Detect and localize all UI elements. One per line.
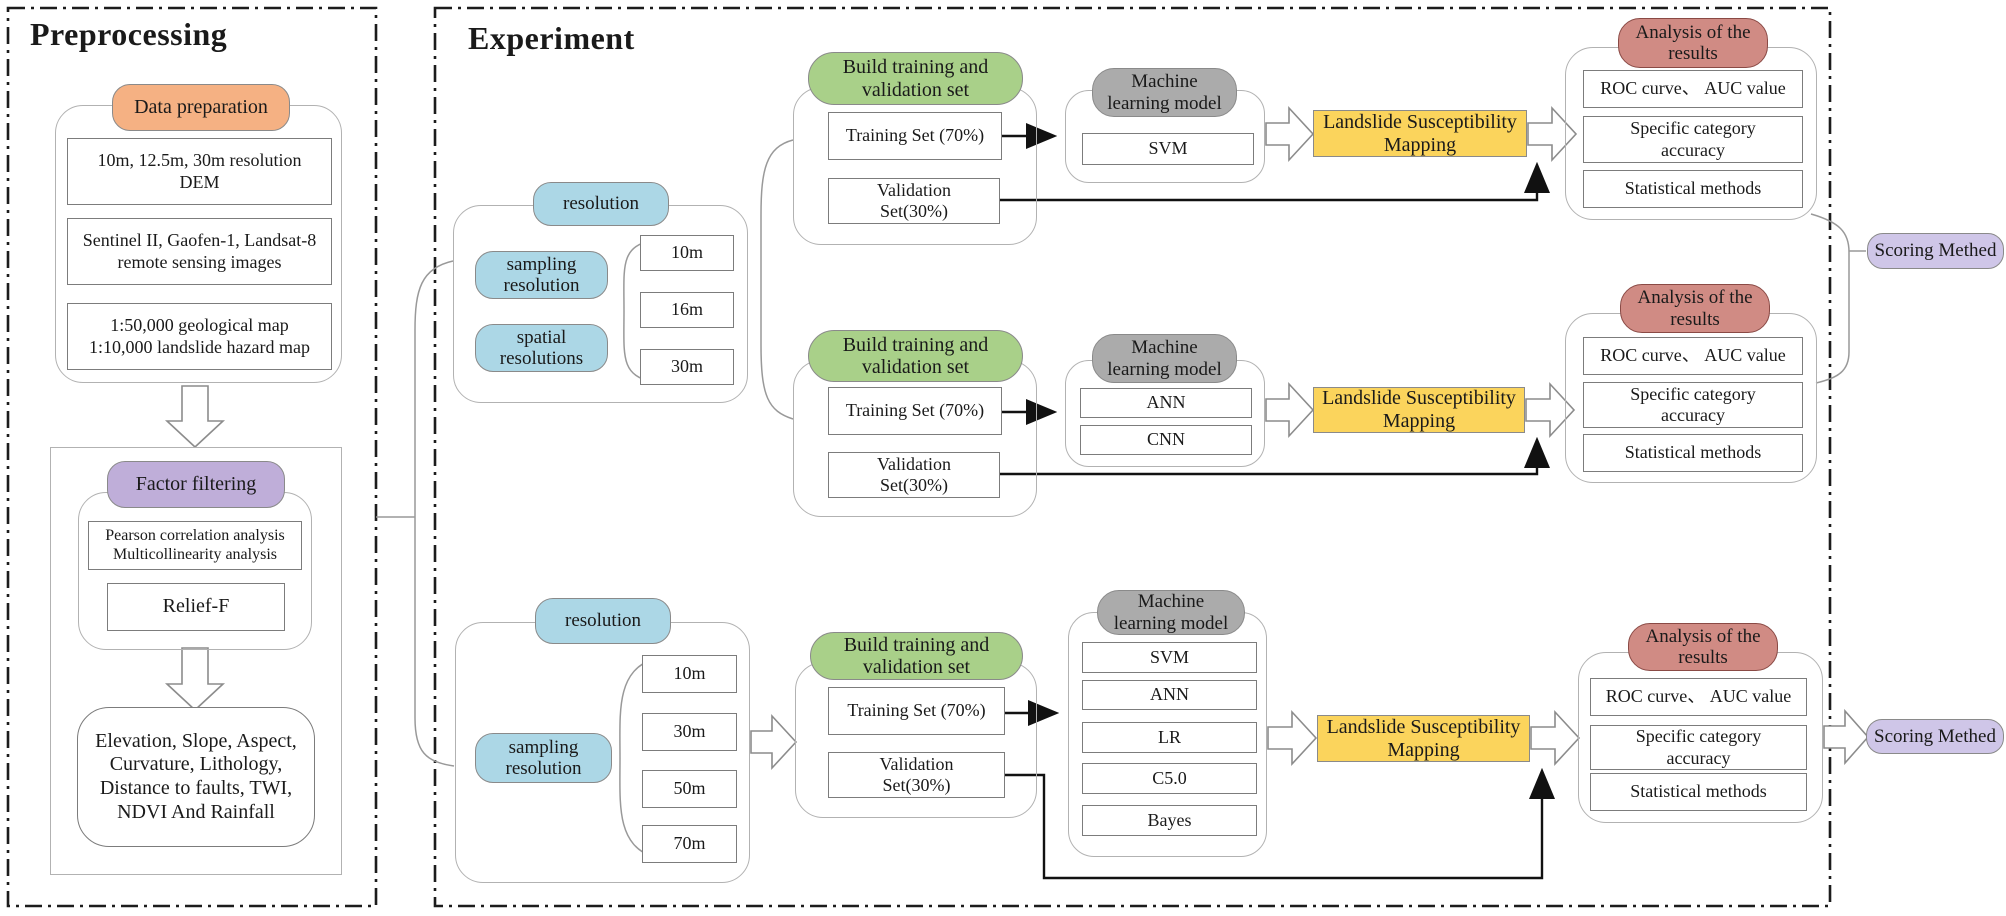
relief-f-box: Relief-F xyxy=(107,583,285,631)
arrow-validation-to-mapping-row3 xyxy=(1005,767,1555,880)
analysis-header-row1: Analysis of the results xyxy=(1618,18,1768,68)
sampling-resolution-pill-row3: sampling resolution xyxy=(475,733,612,783)
ml-model-header-row1: Machine learning model xyxy=(1092,68,1237,117)
statistical-methods-box-row1: Statistical methods xyxy=(1583,170,1803,208)
model-box: ANN xyxy=(1082,680,1257,710)
model-box: LR xyxy=(1082,722,1257,753)
arrow-ml-to-mapping-row2 xyxy=(1265,381,1315,439)
model-box: SVM xyxy=(1082,642,1257,673)
validation-set-box-row1: Validation Set(30%) xyxy=(828,178,1000,224)
dem-box: 10m, 12.5m, 30m resolution DEM xyxy=(67,138,332,205)
statistical-methods-box-row3: Statistical methods xyxy=(1590,773,1807,811)
down-arrow-2 xyxy=(164,647,226,712)
landslide-mapping-box-row1: Landslide Susceptibility Mapping xyxy=(1313,110,1527,157)
resolution-header-row1: resolution xyxy=(533,182,669,226)
model-box: SVM xyxy=(1082,133,1254,165)
scoring-method-pill-top: Scoring Methed xyxy=(1867,233,2004,269)
correlation-analysis-box: Pearson correlation analysis Multicollin… xyxy=(88,521,302,570)
arrow-resolution-to-build-row3 xyxy=(750,713,798,771)
roc-auc-box-row3: ROC curve、 AUC value xyxy=(1590,678,1807,716)
thin-connectors xyxy=(376,139,1866,858)
sampling-resolution-pill-row1: sampling resolution xyxy=(475,251,608,299)
model-box: Bayes xyxy=(1082,805,1257,836)
maps-box: 1:50,000 geological map 1:10,000 landsli… xyxy=(67,303,332,370)
preprocessing-panel-border xyxy=(6,6,378,908)
ml-model-header-row2: Machine learning model xyxy=(1092,334,1237,383)
spatial-resolutions-pill-row1: spatial resolutions xyxy=(475,324,608,372)
arrow-ml-to-mapping-row3 xyxy=(1267,709,1318,767)
resolution-value-box: 70m xyxy=(642,825,737,863)
arrow-validation-to-mapping-row2 xyxy=(1000,436,1550,476)
preprocessing-title: Preprocessing xyxy=(30,16,228,52)
arrow-validation-to-mapping-row1 xyxy=(1000,161,1550,202)
model-box: CNN xyxy=(1080,425,1252,455)
factor-filtering-container xyxy=(50,447,342,875)
bracket-row3 xyxy=(619,658,654,858)
build-set-header-row2: Build training and validation set xyxy=(808,330,1023,382)
resolution-value-box: 30m xyxy=(642,713,737,751)
arrow-ml-to-mapping-row1 xyxy=(1265,105,1315,163)
factor-filtering-header: Factor filtering xyxy=(107,461,285,508)
resolution-value-box: 10m xyxy=(642,655,737,693)
hollow-arrows xyxy=(164,105,1870,771)
model-box: ANN xyxy=(1080,388,1252,418)
factors-result-box: Elevation, Slope, Aspect, Curvature, Lit… xyxy=(77,707,315,847)
analysis-header-row2: Analysis of the results xyxy=(1620,284,1770,333)
landslide-mapping-box-row2: Landslide Susceptibility Mapping xyxy=(1313,387,1525,433)
training-set-box-row3: Training Set (70%) xyxy=(828,687,1005,735)
category-accuracy-box-row3: Specific category accuracy xyxy=(1590,725,1807,770)
arrow-mapping-to-analysis-row2 xyxy=(1525,381,1576,439)
analysis-header-row3: Analysis of the results xyxy=(1628,623,1778,671)
roc-auc-box-row1: ROC curve、 AUC value xyxy=(1583,70,1803,108)
experiment-title: Experiment xyxy=(468,20,635,56)
resolution-value-box: 16m xyxy=(640,292,734,328)
resolution-value-box: 30m xyxy=(640,349,734,385)
roc-auc-box-row2: ROC curve、 AUC value xyxy=(1583,337,1803,375)
validation-set-box-row3: Validation Set(30%) xyxy=(828,752,1005,798)
validation-set-box-row2: Validation Set(30%) xyxy=(828,452,1000,498)
resolution-header-row3: resolution xyxy=(535,598,671,644)
category-accuracy-box-row2: Specific category accuracy xyxy=(1583,382,1803,428)
resolution-value-box: 50m xyxy=(642,770,737,808)
ml-model-header-row3: Machine learning model xyxy=(1097,590,1245,635)
black-arrows xyxy=(1000,123,1555,880)
resolution-value-box: 10m xyxy=(640,235,734,271)
arrow-mapping-to-analysis-row1 xyxy=(1527,105,1578,163)
statistical-methods-box-row2: Statistical methods xyxy=(1583,434,1803,472)
training-set-box-row1: Training Set (70%) xyxy=(828,112,1002,160)
training-set-box-row2: Training Set (70%) xyxy=(828,387,1002,435)
landslide-mapping-box-row3: Landslide Susceptibility Mapping xyxy=(1317,715,1530,762)
remote-sensing-box: Sentinel II, Gaofen-1, Landsat-8 remote … xyxy=(67,218,332,285)
experiment-panel-border xyxy=(433,6,1832,908)
arrow-mapping-to-analysis-row3 xyxy=(1530,709,1581,767)
data-preparation-header: Data preparation xyxy=(112,84,290,131)
bracket-row1 xyxy=(623,239,654,383)
category-accuracy-box-row1: Specific category accuracy xyxy=(1583,116,1803,163)
down-arrow-1 xyxy=(164,385,226,449)
arrow-analysis-to-scoring-row3 xyxy=(1823,708,1870,766)
build-set-header-row1: Build training and validation set xyxy=(808,52,1023,105)
model-box: C5.0 xyxy=(1082,763,1257,794)
scoring-method-pill-bottom: Scoring Methed xyxy=(1866,719,2004,754)
build-set-header-row3: Build training and validation set xyxy=(810,632,1023,680)
